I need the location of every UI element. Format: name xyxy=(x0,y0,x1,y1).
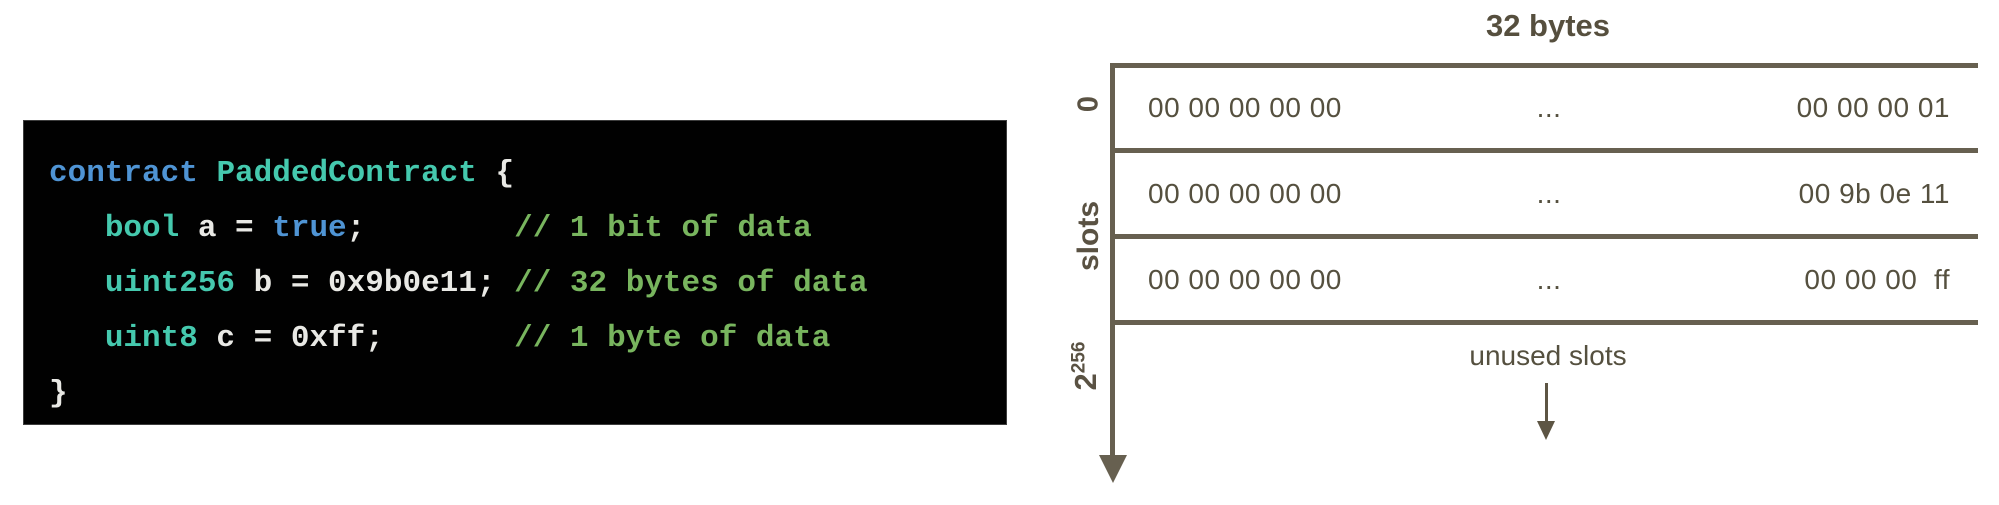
code-line-contract: contract PaddedContract { xyxy=(49,146,1006,201)
code-token-comment: // 1 byte of data xyxy=(514,321,831,356)
code-token-type: uint8 xyxy=(104,321,198,356)
code-token-plain: c = 0xff; xyxy=(197,321,515,356)
code-token-keyword: contract xyxy=(49,156,217,191)
slots-axis-line xyxy=(1110,63,1115,456)
code-token-comment: // 1 bit of data xyxy=(514,211,812,246)
slot-2-right-bytes: 00 00 00 ff xyxy=(1804,264,1950,295)
slot-2-ellipsis: ... xyxy=(1536,264,1562,295)
axis-label-slots: slots xyxy=(1072,200,1105,272)
axis-label-slot-0: 0 xyxy=(1072,95,1105,113)
slot-1-ellipsis: ... xyxy=(1536,178,1562,209)
slot-0-left-bytes: 00 00 00 00 00 xyxy=(1148,92,1342,123)
table-border-top xyxy=(1110,63,1978,68)
code-token-type: uint256 xyxy=(104,266,236,301)
slot-1-right-bytes: 00 9b 0e 11 xyxy=(1798,178,1950,209)
slot-row-1: 00 00 00 00 00 ... 00 9b 0e 11 xyxy=(1112,154,1978,234)
unused-slots-arrow-line xyxy=(1545,383,1548,422)
axis-label-exponent: 256 xyxy=(1068,341,1090,374)
slot-row-2: 00 00 00 00 00 ... 00 00 00 ff xyxy=(1112,240,1978,320)
code-token-plain: } xyxy=(49,376,68,411)
code-line-closing-brace: } xyxy=(49,366,1006,421)
code-token-type: bool xyxy=(104,211,180,246)
code-line-uint8: uint8 c = 0xff; // 1 byte of data xyxy=(49,311,1006,366)
code-token-plain: { xyxy=(476,156,515,191)
code-token-comment: // 32 bytes of data xyxy=(514,266,868,301)
diagram-title: 32 bytes xyxy=(1485,8,1611,43)
axis-label-base: 2 xyxy=(1068,373,1103,391)
unused-slots-label: unused slots xyxy=(1469,340,1627,371)
code-line-bool: bool a = true; // 1 bit of data xyxy=(49,201,1006,256)
slot-2-left-bytes: 00 00 00 00 00 xyxy=(1148,264,1342,295)
slot-1-left-bytes: 00 00 00 00 00 xyxy=(1148,178,1342,209)
code-token-plain: a = xyxy=(179,211,273,246)
unused-slots-arrowhead-icon xyxy=(1537,421,1555,440)
code-line-uint256: uint256 b = 0x9b0e11; // 32 bytes of dat… xyxy=(49,256,1006,311)
axis-label-2-pow-256: 2256 xyxy=(1068,342,1104,391)
slot-0-right-bytes: 00 00 00 01 xyxy=(1796,92,1950,123)
code-token-plain: ; xyxy=(346,211,515,246)
table-border-row2 xyxy=(1110,234,1978,239)
solidity-code-block: contract PaddedContract { bool a = true;… xyxy=(23,120,1007,425)
code-token-keyword: true xyxy=(272,211,347,246)
slot-row-0: 00 00 00 00 00 ... 00 00 00 01 xyxy=(1112,68,1978,148)
slots-axis-arrowhead-icon xyxy=(1098,455,1127,483)
table-border-row1 xyxy=(1110,148,1978,153)
code-token-type: PaddedContract xyxy=(216,156,477,191)
code-token-plain: b = 0x9b0e11; xyxy=(235,266,515,301)
table-border-bottom xyxy=(1110,320,1978,325)
slot-0-ellipsis: ... xyxy=(1536,92,1562,123)
